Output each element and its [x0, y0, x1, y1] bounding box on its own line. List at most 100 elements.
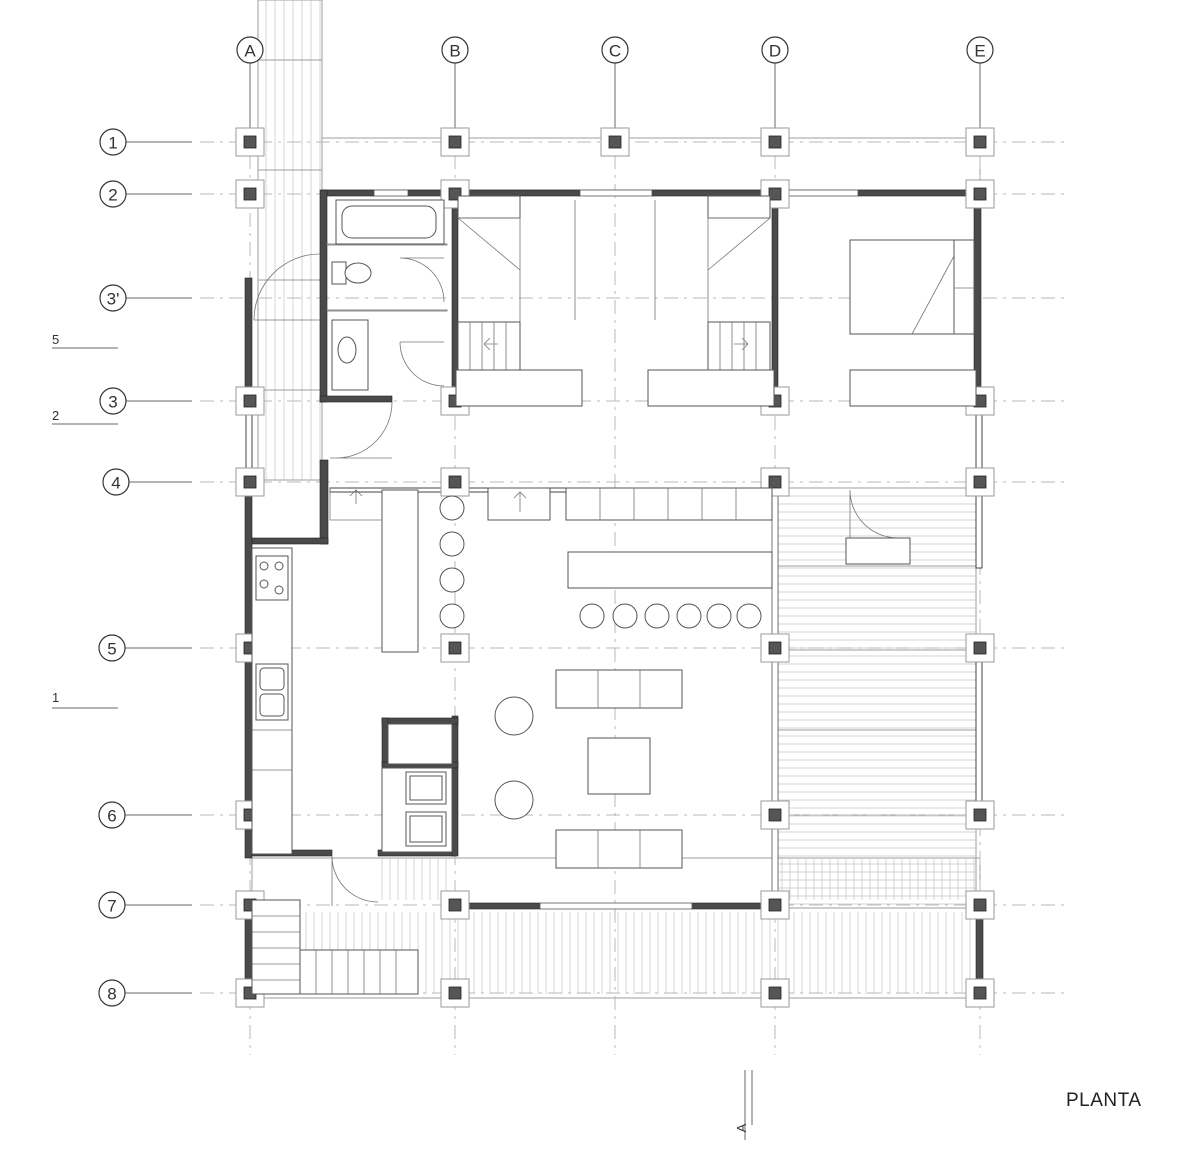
laundry: [381, 723, 453, 853]
section-label: A: [734, 1123, 749, 1132]
column-axis-label: B: [449, 42, 460, 61]
column-axis-label: C: [609, 42, 621, 61]
bathtub-basin: [341, 205, 437, 239]
sofa-north: [555, 669, 683, 709]
cooktop: [255, 555, 289, 601]
structural-column: [973, 135, 987, 149]
row-axis-bubble: 5: [98, 634, 192, 662]
row-axis-bubble: 3': [99, 284, 192, 312]
level-mark-1: 1: [52, 690, 59, 705]
terrace-door-swing: [849, 489, 899, 539]
level-marks: 5 2 1: [52, 332, 118, 709]
entry-door-swing: [253, 253, 321, 321]
bar-stool: [439, 603, 465, 629]
toilet-tank: [331, 261, 347, 285]
bedroom-1: [455, 195, 583, 407]
armchair: [494, 780, 534, 820]
hall-door-swing: [330, 401, 393, 459]
bar-stool: [439, 531, 465, 557]
row-axis-bubble: 7: [98, 891, 192, 919]
top-balcony: [321, 137, 981, 191]
row-axis-bubble: 8: [98, 979, 192, 1007]
row-axis-label: 4: [111, 474, 120, 493]
structural-column: [448, 641, 462, 655]
master-bedroom: [849, 239, 977, 407]
column-axis-bubble: D: [761, 36, 789, 132]
structural-column: [243, 394, 257, 408]
entry-walkway: [257, 0, 323, 481]
desk: [849, 369, 977, 407]
row-axis-label: 1: [108, 134, 117, 153]
bunk-ladder: [707, 321, 771, 371]
section-marker: A: [734, 1070, 753, 1140]
bathroom-door-swing: [399, 257, 445, 303]
structural-column: [973, 898, 987, 912]
storage: [387, 723, 453, 765]
double-bed: [849, 239, 955, 335]
row-axis-label: 2: [108, 186, 117, 205]
doors: [253, 253, 911, 906]
structural-column: [448, 135, 462, 149]
column-axis-bubble: B: [441, 36, 469, 132]
drawing-title: PLANTA: [1066, 1090, 1142, 1111]
closet: [707, 195, 771, 219]
structural-column: [973, 187, 987, 201]
toilet-bowl: [344, 262, 372, 284]
structural-column: [243, 475, 257, 489]
exterior-stairs: [251, 899, 419, 995]
washbasin: [337, 336, 357, 364]
row-axis-bubble: 3: [99, 387, 192, 415]
structural-column: [973, 808, 987, 822]
bedroom-2: [647, 195, 775, 407]
bunk-ladder: [457, 321, 521, 371]
column-axis-bubble: E: [966, 36, 994, 132]
structural-column: [243, 187, 257, 201]
row-axis-label: 3: [108, 393, 117, 412]
column-axis-bubble: C: [601, 36, 629, 132]
row-axis-bubble: 2: [99, 180, 192, 208]
headboard: [953, 239, 975, 335]
column-axis-label: D: [769, 42, 781, 61]
row-axis-bubble: 4: [102, 468, 192, 496]
coffee-table: [587, 737, 651, 795]
structural-column: [768, 641, 782, 655]
row-axis-bubble: 1: [99, 128, 192, 156]
sofa-south: [555, 829, 683, 869]
structural-column: [768, 187, 782, 201]
dining-living: [487, 487, 773, 869]
row-axis-label: 8: [107, 985, 116, 1004]
structural-column: [768, 898, 782, 912]
storage-bench: [565, 487, 773, 521]
column-axis-label: E: [974, 42, 985, 61]
dining-table: [567, 551, 773, 589]
back-door-swing: [331, 855, 379, 906]
level-mark-5: 5: [52, 332, 59, 347]
structural-column: [768, 986, 782, 1000]
desk: [455, 369, 583, 407]
row-axis-label: 6: [107, 807, 116, 826]
kitchen-island: [381, 489, 419, 653]
washroom-door-swing: [399, 341, 445, 387]
kitchen: [251, 488, 465, 855]
structural-column: [448, 475, 462, 489]
structural-column: [768, 135, 782, 149]
row-axis-label: 3': [107, 290, 120, 309]
structural-column: [768, 808, 782, 822]
desk: [647, 369, 775, 407]
grid-bubbles: A B C D E 1 2 3' 3 4 5 6 7 8: [98, 36, 994, 1007]
structural-column: [608, 135, 622, 149]
column-axis-bubble: A: [236, 36, 264, 132]
structural-column: [243, 135, 257, 149]
row-axis-label: 5: [107, 640, 116, 659]
closet: [457, 195, 521, 219]
structural-column: [973, 641, 987, 655]
bar-stool: [439, 495, 465, 521]
level-mark-2: 2: [52, 408, 59, 423]
column-axis-label: A: [244, 42, 256, 61]
structural-column: [448, 986, 462, 1000]
structural-column: [973, 475, 987, 489]
bathroom-fixtures: [331, 199, 445, 391]
structural-column: [768, 475, 782, 489]
row-axis-bubble: 6: [98, 801, 192, 829]
bar-stool: [439, 567, 465, 593]
